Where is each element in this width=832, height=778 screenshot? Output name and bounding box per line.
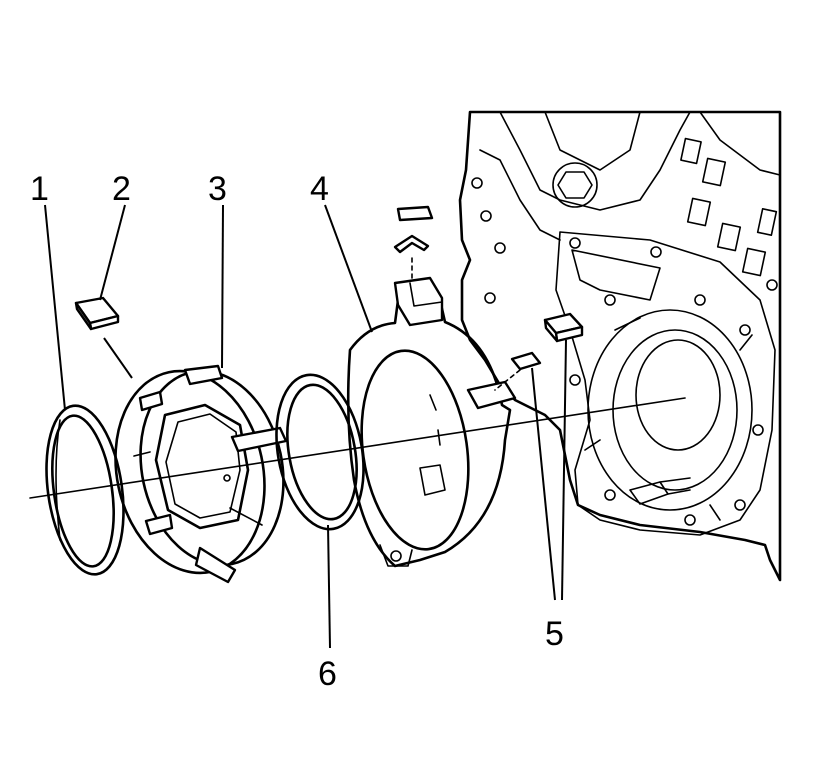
callout-3: 3 [208,170,227,208]
part-3-clip-ring [114,364,288,584]
part-4-retainer-clip [393,205,434,279]
case-bolt-boss [552,162,598,208]
leader-2b [103,337,133,379]
assembly-axis [29,397,686,499]
leader-2 [99,204,126,301]
part-2-cap [74,296,120,331]
callout-labels: 1 2 3 4 5 6 [30,170,564,693]
leader-lines [44,204,567,649]
case-bolt-holes [471,177,778,526]
case-bore [584,309,753,521]
leader-1 [44,204,66,411]
leader-6 [327,524,331,649]
callout-2: 2 [112,170,131,208]
leader-4 [324,204,373,333]
callout-4: 4 [310,170,329,208]
callout-1: 1 [30,170,49,208]
part-4-mount-ring [346,276,517,568]
part-6-seal-ring [275,373,365,531]
case-windows [680,137,778,277]
engine-case [458,110,782,582]
callout-6: 6 [318,655,337,693]
callout-5: 5 [545,615,564,653]
leader-5a [531,367,556,601]
part-5-inserts [494,312,584,391]
leader-3 [221,204,224,369]
leader-5b [561,339,567,601]
